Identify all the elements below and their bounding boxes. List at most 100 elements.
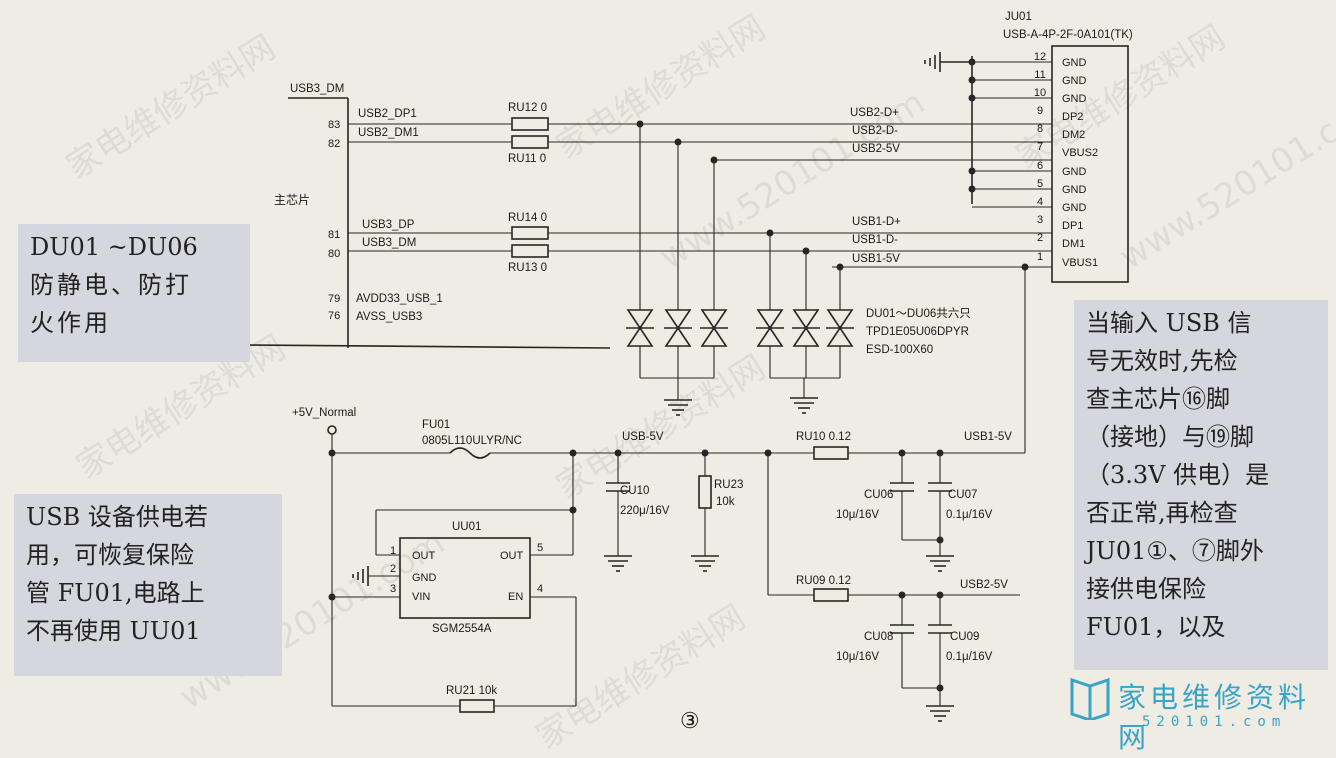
cu09-ref: CU09 <box>950 631 979 643</box>
supply-label: +5V_Normal <box>292 407 356 419</box>
cap-junction <box>936 684 944 692</box>
esd-diode-upper <box>756 309 784 330</box>
esd-line2: TPD1E05U06DPYR <box>866 326 969 338</box>
ic-pin4-name: EN <box>508 591 523 603</box>
ru14-label: RU14 0 <box>508 212 547 224</box>
connector-body <box>1051 45 1129 283</box>
chip-pin-82: 82 <box>328 138 340 150</box>
connector-pin-name: DP1 <box>1062 220 1083 232</box>
ru23-val: 10k <box>716 496 735 508</box>
fuse-part: 0805L110ULYR/NC <box>422 435 522 447</box>
connector-pin-name: VBUS2 <box>1062 147 1098 159</box>
note-right-line-9: FU01，以及 <box>1086 613 1226 641</box>
cu08-ref: CU08 <box>864 631 893 643</box>
ic-pin1: 1 <box>390 545 396 557</box>
resistor-ru12 <box>511 117 549 131</box>
capacitors <box>604 453 954 722</box>
esd-diode-upper <box>664 309 692 330</box>
resistor-ru10 <box>813 446 849 460</box>
connector-pin-num: 9 <box>1037 105 1043 117</box>
resistor-ru23 <box>698 475 712 509</box>
ic-pin3: 3 <box>390 583 396 595</box>
note-right-line-3: 查主芯片⑯脚 <box>1086 385 1230 413</box>
net-usb2-dp1: USB2_DP1 <box>358 108 417 120</box>
esd-diode-upper <box>700 309 728 330</box>
esd-junction <box>802 247 810 255</box>
net-usb3-dp: USB3_DP <box>362 219 415 231</box>
connector-pin-num: 2 <box>1037 232 1043 244</box>
esd-diode-lower <box>826 326 854 347</box>
note-right-line-6: 否正常,再检查 <box>1086 499 1238 527</box>
ic-pin2: 2 <box>390 563 396 575</box>
net-usb1-5v-out: USB1-5V <box>964 431 1012 443</box>
connector-pin-num: 11 <box>1034 69 1045 81</box>
net-usb-5v: USB-5V <box>622 431 664 443</box>
ru10-label: RU10 0.12 <box>796 431 851 443</box>
connector-pin-name: GND <box>1062 57 1087 69</box>
cu10-ref: CU10 <box>620 485 649 497</box>
resistor-ru09 <box>813 588 849 602</box>
net-usb1-5v: USB1-5V <box>852 253 900 265</box>
connector-pin-num: 8 <box>1037 123 1043 135</box>
net-avdd33: AVDD33_USB_1 <box>356 293 443 305</box>
ic-uu01 <box>399 537 531 619</box>
note-right-line-4: （接地）与⑲脚 <box>1086 423 1254 451</box>
esd-diode-lower <box>792 326 820 347</box>
connector-pin-name: GND <box>1062 202 1087 214</box>
resistor-ru21 <box>459 699 495 713</box>
connector-pin-num: 5 <box>1037 178 1043 190</box>
net-usb2-5v-out: USB2-5V <box>960 579 1008 591</box>
chip-pin-83: 83 <box>328 119 340 131</box>
esd-junction <box>636 120 644 128</box>
ru12-label: RU12 0 <box>508 102 547 114</box>
ru23-ref: RU23 <box>714 479 743 491</box>
connector-pin-num: 4 <box>1037 196 1043 208</box>
net-usb1-dplus: USB1-D+ <box>852 216 901 228</box>
note-troubleshoot: 当输入 USB 信 号无效时,先检 查主芯片⑯脚 （接地）与⑲脚 （3.3V 供… <box>1074 300 1328 690</box>
cu08-val: 10μ/16V <box>836 651 879 663</box>
esd-junction <box>836 263 844 271</box>
resistor-ru13 <box>511 244 549 258</box>
esd-diode-lower <box>664 326 692 347</box>
chip-top-net: USB3_DM <box>290 83 344 95</box>
ru13-label: RU13 0 <box>508 262 547 274</box>
esd-junction <box>766 229 774 237</box>
note-right-line-5: （3.3V 供电）是 <box>1086 461 1270 489</box>
connector-pin-num: 10 <box>1034 87 1046 99</box>
connector-pin-name: DP2 <box>1062 111 1083 123</box>
chip-pin-81: 81 <box>328 229 340 241</box>
note-fuse-line-4: 不再使用 UU01 <box>26 617 201 645</box>
esd-diode-upper <box>826 309 854 330</box>
cu06-val: 10μ/16V <box>836 509 879 521</box>
note-esd-line-2: 防静电、防打 <box>30 271 192 299</box>
ic-pin3-name: VIN <box>412 591 430 603</box>
ic-pin4: 4 <box>537 583 543 595</box>
connector-pin-num: 6 <box>1037 160 1043 172</box>
connector-pin-name: GND <box>1062 166 1087 178</box>
note-esd: DU01 ~DU06 防静电、防打 火作用 <box>18 224 250 362</box>
connector-pin-name: GND <box>1062 93 1087 105</box>
esd-line3: ESD-100X60 <box>866 344 933 356</box>
esd-line1: DU01～DU06共六只 <box>866 307 971 320</box>
note-esd-line-3: 火作用 <box>30 309 111 337</box>
esd-junction <box>710 156 718 164</box>
logo-book-icon <box>1070 677 1110 720</box>
ic-ref: UU01 <box>452 521 481 533</box>
resistor-ru14 <box>511 226 549 240</box>
esd-diode-upper <box>626 309 654 330</box>
esd-junction <box>674 138 682 146</box>
connector-pin-name: DM1 <box>1062 238 1085 250</box>
esd-diodes <box>626 120 854 416</box>
connector-pin-name: GND <box>1062 184 1087 196</box>
connector-pin-name: VBUS1 <box>1062 257 1098 269</box>
cu10-val: 220μ/16V <box>620 505 670 517</box>
esd-diode-upper <box>792 309 820 330</box>
connector-pin-num: 3 <box>1037 214 1043 226</box>
ic-pin2-name: GND <box>412 572 437 584</box>
note-fuse: USB 设备供电若 用，可恢复保险 管 FU01,电路上 不再使用 UU01 <box>14 494 282 676</box>
net-usb2-5v: USB2-5V <box>852 143 900 155</box>
connector-pin-name: DM2 <box>1062 129 1085 141</box>
fuse-ref: FU01 <box>422 419 450 431</box>
